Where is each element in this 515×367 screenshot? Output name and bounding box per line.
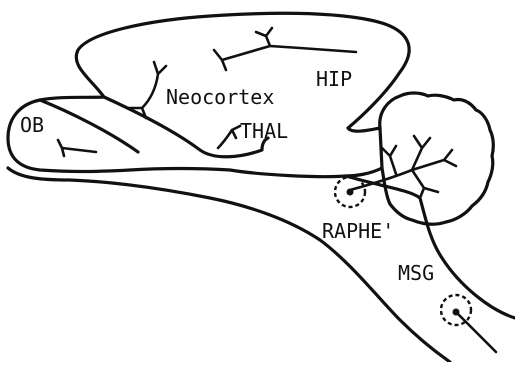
- msg-fiber: [456, 312, 496, 352]
- neocortex-fiber-2: [214, 28, 356, 70]
- label-hip: HIP: [316, 67, 352, 91]
- label-ob: OB: [20, 113, 44, 137]
- cerebellum: [380, 93, 494, 224]
- label-msg: MSG: [398, 261, 434, 285]
- label-raphe: RAPHE': [322, 219, 394, 243]
- raphe-nucleus-dot: [347, 189, 354, 196]
- brainstem-upper: [346, 176, 515, 318]
- thal-fiber: [218, 126, 240, 148]
- cerebellar-fibers: [350, 136, 456, 198]
- brainstem-outline: [8, 168, 450, 362]
- ob-fiber: [58, 140, 96, 156]
- label-thal: THAL: [240, 119, 288, 143]
- label-neocortex: Neocortex: [166, 85, 274, 109]
